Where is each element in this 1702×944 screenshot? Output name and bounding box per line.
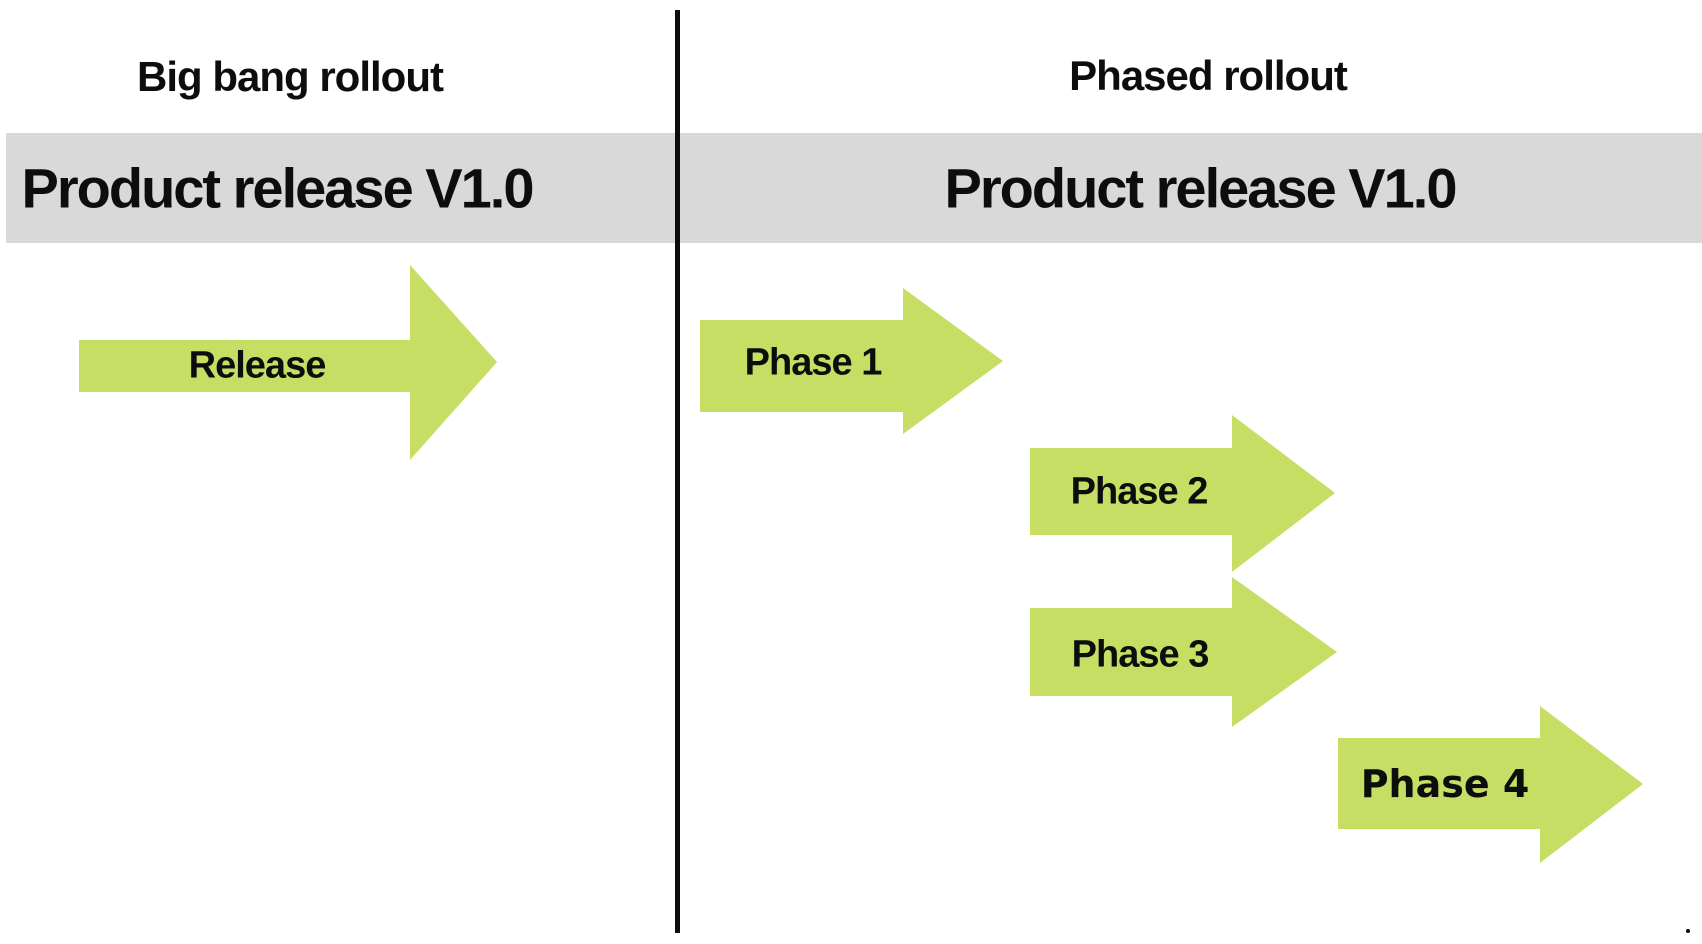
release-arrow-shape [79, 265, 497, 460]
big-bang-banner-label: Product release V1.0 [21, 156, 535, 220]
artifact-dot [1686, 929, 1690, 933]
phase-4-arrow-label: Phase 4 [1360, 762, 1530, 806]
phase-2-arrow-shape [1030, 415, 1335, 572]
phase-2-arrow [1030, 415, 1335, 572]
phase-1-arrow-shape [700, 288, 1003, 434]
phase-4-arrow-shape [1338, 706, 1643, 863]
phase-1-arrow-label: Phase 1 [744, 341, 883, 384]
release-arrow-label: Release [188, 344, 327, 387]
phase-2-arrow-label: Phase 2 [1070, 470, 1209, 513]
phase-1-arrow [700, 288, 1003, 434]
panel-divider-line [675, 10, 680, 933]
product-release-banner: Product release V1.0 Product release V1.… [6, 133, 1702, 243]
big-bang-rollout-title: Big bang rollout [137, 53, 444, 100]
phase-3-arrow-label: Phase 3 [1071, 633, 1210, 676]
phase-3-arrow [1030, 577, 1337, 727]
phase-4-arrow [1338, 706, 1643, 863]
phased-rollout-title: Phased rollout [1069, 52, 1348, 99]
phase-3-arrow-shape [1030, 577, 1337, 727]
release-arrow [79, 265, 497, 460]
phased-banner-label: Product release V1.0 [944, 156, 1458, 220]
